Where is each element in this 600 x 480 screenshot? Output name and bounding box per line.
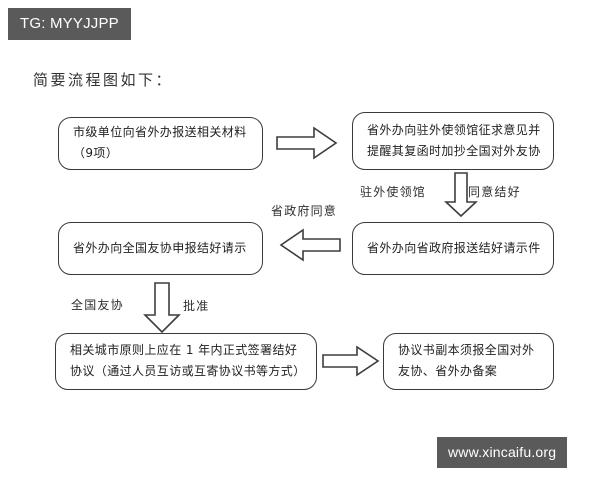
flow-node-label: 省外办向全国友协申报结好请示 <box>73 240 247 255</box>
flow-node-label: 协议书副本须报全国对外友协、省外办备案 <box>398 343 535 378</box>
edge-label-cpaffc: 全国友协 <box>71 298 124 312</box>
arrow-right-icon <box>322 345 380 377</box>
flow-node-label: 相关城市原则上应在 1 年内正式签署结好协议（通过人员互访或互寄协议书等方式） <box>70 343 306 378</box>
arrow-down-icon <box>444 172 478 218</box>
flow-node-label: 市级单位向省外办报送相关材料（9项） <box>73 125 247 160</box>
edge-label-consulate: 驻外使领馆 <box>360 185 427 199</box>
flow-node-sign-agreement[interactable]: 相关城市原则上应在 1 年内正式签署结好协议（通过人员互访或互寄协议书等方式） <box>55 333 317 390</box>
flow-node-consult-embassy[interactable]: 省外办向驻外使领馆征求意见并提醒其复函时加抄全国对外友协 <box>352 112 554 170</box>
telegram-watermark-badge: TG: MYYJJPP <box>8 8 131 40</box>
arrow-down-icon <box>143 282 181 334</box>
edge-label-provincial-government-approves: 省政府同意 <box>271 204 338 218</box>
flow-node-label: 省外办向省政府报送结好请示件 <box>367 240 541 255</box>
arrow-right-icon <box>276 126 338 160</box>
flow-node-submit-materials[interactable]: 市级单位向省外办报送相关材料（9项） <box>58 117 263 170</box>
flow-node-file-copy[interactable]: 协议书副本须报全国对外友协、省外办备案 <box>383 333 554 390</box>
site-watermark-badge: www.xincaifu.org <box>437 437 568 468</box>
page-heading: 简要流程图如下： <box>33 71 174 89</box>
edge-label-approval: 批准 <box>183 299 210 313</box>
flow-node-report-to-cpaffc[interactable]: 省外办向全国友协申报结好请示 <box>58 222 263 275</box>
edge-label-agree-to-twin: 同意结好 <box>468 185 521 199</box>
flow-node-report-to-provincial-government[interactable]: 省外办向省政府报送结好请示件 <box>352 222 554 275</box>
arrow-left-icon <box>279 228 341 262</box>
flow-node-label: 省外办向驻外使领馆征求意见并提醒其复函时加抄全国对外友协 <box>367 122 541 158</box>
